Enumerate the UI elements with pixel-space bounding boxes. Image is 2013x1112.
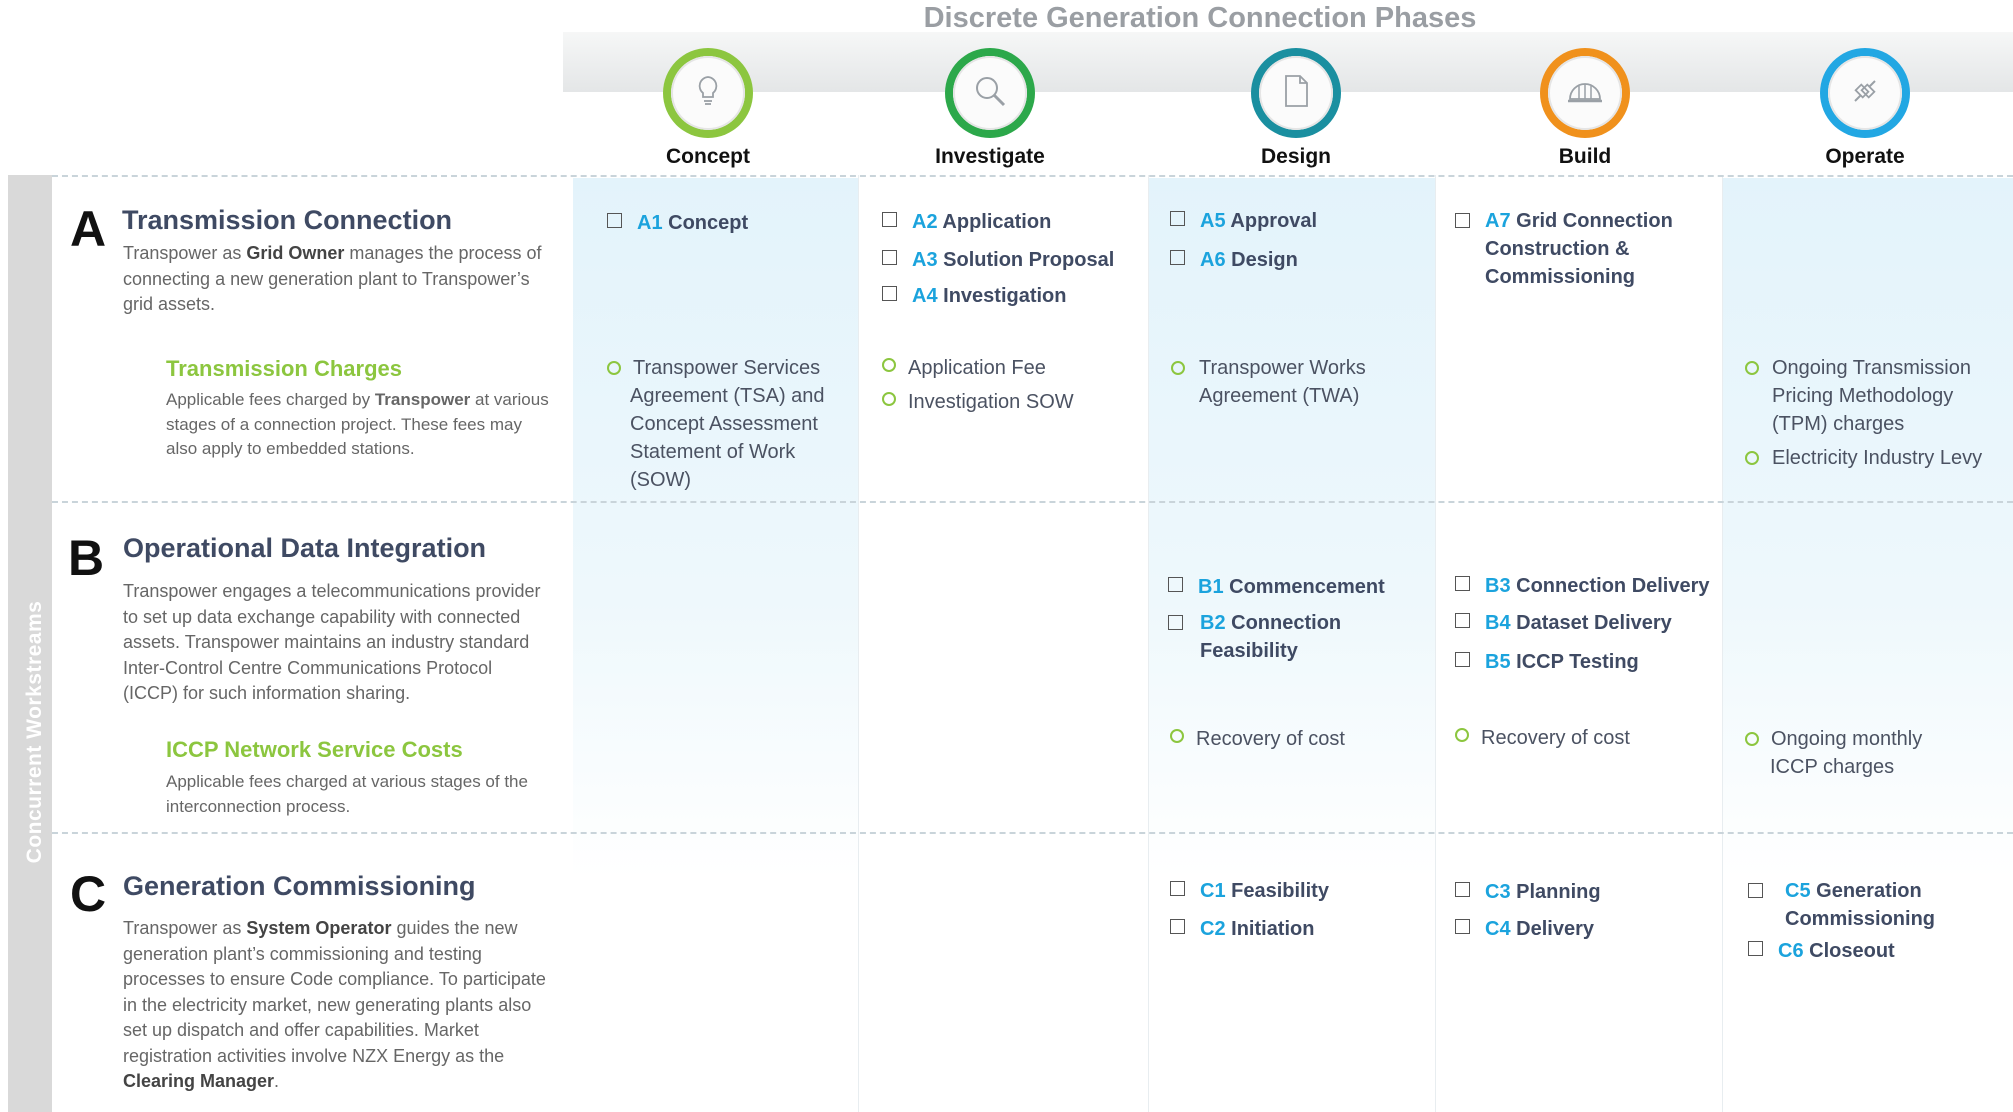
fee-item-investigate-1: Application Fee <box>882 354 1046 382</box>
bullet-icon <box>607 361 621 375</box>
phase-icon-design <box>1251 48 1341 138</box>
column-divider <box>1148 175 1149 1112</box>
bullet-icon <box>882 358 896 372</box>
phase-icon-investigate <box>945 48 1035 138</box>
phase-icon-concept <box>663 48 753 138</box>
section-desc-a: Transpower as Grid Owner manages the pro… <box>123 243 542 314</box>
checklist-item-c4[interactable]: C4 Delivery <box>1455 915 1594 943</box>
checkbox-icon[interactable] <box>1455 213 1470 228</box>
subsection-desc-b: Applicable fees charged at various stage… <box>166 772 528 816</box>
hardhat-icon <box>1565 75 1605 112</box>
bullet-icon <box>882 392 896 406</box>
checklist-item-b4[interactable]: B4 Dataset Delivery <box>1455 609 1672 637</box>
checklist-item-c3[interactable]: C3 Planning <box>1455 878 1601 906</box>
row-separator <box>52 501 2013 503</box>
phase-icon-operate <box>1820 48 1910 138</box>
column-divider <box>1722 175 1723 1112</box>
checkbox-icon[interactable] <box>1455 882 1470 897</box>
section-desc-b: Transpower engages a telecommunications … <box>123 581 541 703</box>
section-title-a: Transmission Connection <box>122 205 453 235</box>
checkbox-icon[interactable] <box>1168 615 1183 630</box>
checklist-item-b2[interactable]: B2 Connection Feasibility <box>1168 609 1408 665</box>
checkbox-icon[interactable] <box>1455 919 1470 934</box>
bullet-icon <box>1171 361 1185 375</box>
checkbox-icon[interactable] <box>1170 250 1185 265</box>
magnifier-icon <box>972 73 1008 114</box>
subsection-title-b: ICCP Network Service Costs <box>166 737 463 762</box>
bullet-icon <box>1745 361 1759 375</box>
operate-column-bg <box>1722 178 2013 878</box>
checklist-item-b5[interactable]: B5 ICCP Testing <box>1455 648 1639 676</box>
checklist-item-a4[interactable]: A4 Investigation <box>882 282 1067 310</box>
fee-item-investigate-2: Investigation SOW <box>882 388 1074 416</box>
row-separator <box>52 175 2013 177</box>
section-title-b: Operational Data Integration <box>123 533 487 563</box>
checkbox-icon[interactable] <box>1168 577 1183 592</box>
column-divider <box>1435 175 1436 1112</box>
checkbox-icon[interactable] <box>882 250 897 265</box>
column-divider <box>858 175 859 1112</box>
checklist-item-a5[interactable]: A5 Approval <box>1170 207 1317 235</box>
phase-icon-build <box>1540 48 1630 138</box>
checkbox-icon[interactable] <box>1170 919 1185 934</box>
checklist-item-b3[interactable]: B3 Connection Delivery <box>1455 572 1710 600</box>
diagram-title: Discrete Generation Connection Phases <box>923 2 1477 34</box>
checkbox-icon[interactable] <box>1170 881 1185 896</box>
phase-label-build: Build <box>1558 145 1612 168</box>
checklist-item-c1[interactable]: C1 Feasibility <box>1170 877 1329 905</box>
checkbox-icon[interactable] <box>1455 576 1470 591</box>
phase-label-investigate: Investigate <box>935 145 1045 168</box>
checkbox-icon[interactable] <box>1455 652 1470 667</box>
phase-label-concept: Concept <box>666 145 750 168</box>
fee-item-concept: Transpower Services Agreement (TSA) and … <box>607 354 857 494</box>
section-letter-c: C <box>70 866 107 922</box>
checklist-item-c2[interactable]: C2 Initiation <box>1170 915 1314 943</box>
fee-item-operate-1: Ongoing Transmission Pricing Methodology… <box>1745 354 1995 438</box>
workstreams-label: Concurrent Workstreams <box>23 600 46 864</box>
workstreams-sidebar <box>8 175 52 1112</box>
lightbulb-icon <box>693 74 723 113</box>
section-title-c: Generation Commissioning <box>123 871 476 901</box>
checklist-item-c5[interactable]: C5 Generation Commissioning <box>1748 877 1968 933</box>
checkbox-icon[interactable] <box>1455 613 1470 628</box>
concept-column-bg <box>573 178 858 878</box>
fee-item-design: Transpower Works Agreement (TWA) <box>1171 354 1401 410</box>
checklist-item-a7[interactable]: A7 Grid Connection Construction & Commis… <box>1455 207 1705 291</box>
checklist-item-a6[interactable]: A6 Design <box>1170 246 1298 274</box>
fee-item-operate-2: Electricity Industry Levy <box>1745 444 1995 472</box>
checkbox-icon[interactable] <box>1748 941 1763 956</box>
checkbox-icon[interactable] <box>882 286 897 301</box>
row-separator <box>52 832 2013 834</box>
phase-label-operate: Operate <box>1825 145 1905 168</box>
document-icon <box>1281 73 1311 114</box>
phase-label-design: Design <box>1260 145 1331 168</box>
fee-item-build-b: Recovery of cost <box>1455 724 1630 752</box>
plug-icon <box>1847 73 1883 114</box>
subsection-title-a: Transmission Charges <box>166 356 402 381</box>
section-letter-b: B <box>68 530 105 586</box>
checkbox-icon[interactable] <box>607 213 622 228</box>
checklist-item-a2[interactable]: A2 Application <box>882 208 1051 236</box>
fee-item-design-b: Recovery of cost <box>1170 725 1345 753</box>
checklist-item-b1[interactable]: B1 Commencement <box>1168 573 1385 601</box>
bullet-icon <box>1745 732 1759 746</box>
checklist-item-a3[interactable]: A3 Solution Proposal <box>882 246 1114 274</box>
section-desc-c: Transpower as System Operator guides the… <box>123 918 546 1091</box>
fee-item-operate-b: Ongoing monthly ICCP charges <box>1745 725 1955 781</box>
section-letter-a: A <box>70 201 107 257</box>
checkbox-icon[interactable] <box>1748 883 1763 898</box>
checkbox-icon[interactable] <box>1170 211 1185 226</box>
bullet-icon <box>1170 729 1184 743</box>
checklist-item-a1[interactable]: A1 Concept <box>607 209 748 237</box>
subsection-desc-a: Applicable fees charged by Transpower at… <box>166 390 549 458</box>
design-column-bg <box>1148 178 1435 878</box>
bullet-icon <box>1745 451 1759 465</box>
checkbox-icon[interactable] <box>882 212 897 227</box>
checklist-item-c6[interactable]: C6 Closeout <box>1748 937 1895 965</box>
bullet-icon <box>1455 728 1469 742</box>
